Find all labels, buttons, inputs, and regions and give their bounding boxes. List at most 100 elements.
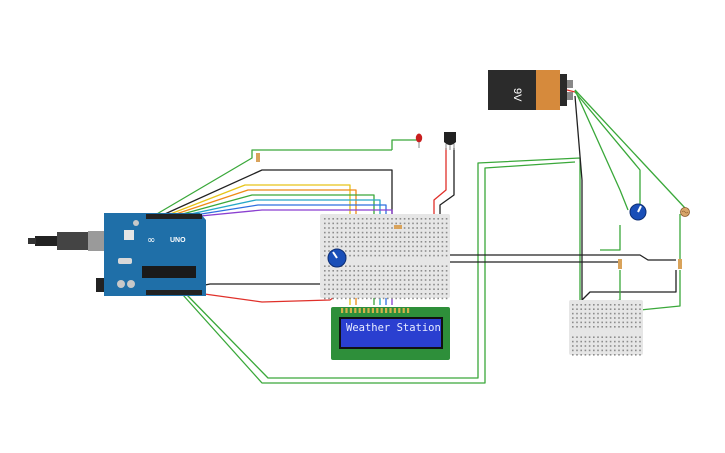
breadboard-hole [382, 293, 385, 295]
breadboard-hole [412, 218, 414, 220]
led-red [415, 133, 423, 148]
breadboard-hole [420, 297, 423, 300]
breadboard-hole [433, 236, 435, 238]
wire-green [186, 157, 581, 379]
breadboard-hole [584, 345, 587, 347]
breadboard-hole [328, 245, 330, 248]
breadboard-hole [340, 236, 343, 238]
breadboard-hole [420, 218, 423, 220]
breadboard-hole [378, 236, 381, 238]
breadboard-hole [353, 288, 355, 290]
breadboard-hole [622, 354, 624, 356]
breadboard-hole [584, 326, 587, 328]
breadboard-hole [609, 317, 612, 319]
breadboard-hole [391, 274, 393, 277]
breadboard-hole [408, 279, 410, 281]
breadboard-hole [357, 218, 360, 220]
breadboard-hole [588, 349, 591, 352]
breadboard-hole [403, 297, 406, 300]
potentiometer [629, 203, 647, 221]
breadboard-hole [378, 218, 381, 220]
breadboard-hole [399, 218, 402, 220]
breadboard-hole [408, 270, 410, 272]
breadboard-hole [420, 283, 423, 286]
breadboard-hole [403, 241, 406, 243]
breadboard-hole [597, 308, 599, 310]
breadboard-hole [374, 227, 376, 229]
wire-green [639, 270, 681, 311]
breadboard-hole [349, 250, 351, 252]
breadboard-hole [357, 274, 360, 277]
breadboard-hole [403, 279, 406, 281]
breadboard-hole [635, 326, 637, 328]
breadboard-hole [601, 304, 603, 306]
lcd-pin [407, 308, 410, 313]
breadboard-hole [374, 283, 376, 286]
breadboard-hole [626, 317, 629, 319]
breadboard-hole [614, 312, 616, 315]
breadboard-hole [387, 265, 389, 267]
lcd-pin [393, 308, 396, 313]
breadboard-hole [391, 288, 393, 290]
breadboard-hole [387, 250, 389, 252]
breadboard-hole [605, 312, 608, 315]
breadboard-hole [366, 293, 368, 295]
breadboard-hole [572, 340, 574, 343]
breadboard-hole [635, 354, 637, 356]
breadboard-hole [433, 293, 435, 295]
breadboard-hole [630, 304, 633, 306]
breadboard-hole [353, 279, 355, 281]
breadboard-hole [445, 250, 448, 252]
breadboard-hole [588, 326, 591, 328]
breadboard-hole [580, 349, 582, 352]
breadboard-hole [324, 270, 326, 272]
breadboard-hole [370, 245, 372, 248]
breadboard-hole [387, 254, 389, 257]
breadboard-hole [382, 222, 385, 225]
breadboard-hole [403, 283, 406, 286]
breadboard-hole [593, 326, 595, 328]
breadboard-hole [424, 283, 427, 286]
breadboard-hole [361, 274, 364, 277]
breadboard-hole [378, 241, 381, 243]
breadboard-hole [399, 293, 402, 295]
breadboard-hole [332, 241, 334, 243]
breadboard-hole [572, 312, 574, 315]
breadboard-hole [593, 354, 595, 356]
breadboard-hole [572, 345, 574, 347]
breadboard-hole [420, 293, 423, 295]
breadboard-hole [420, 245, 423, 248]
breadboard-hole [357, 270, 360, 272]
breadboard-hole [433, 250, 435, 252]
breadboard-hole [635, 321, 637, 324]
breadboard-hole [408, 227, 410, 229]
breadboard-hole [382, 297, 385, 300]
breadboard-hole [366, 274, 368, 277]
breadboard-hole [630, 317, 633, 319]
breadboard-hole [626, 326, 629, 328]
breadboard-hole [408, 254, 410, 257]
wire-green [182, 161, 576, 384]
breadboard-hole [361, 245, 364, 248]
breadboard-hole [382, 254, 385, 257]
battery-label: 9V [511, 88, 523, 102]
breadboard-hole [378, 254, 381, 257]
breadboard-hole [429, 231, 431, 234]
breadboard-hole [593, 340, 595, 343]
breadboard-hole [387, 274, 389, 277]
breadboard-hole [622, 312, 624, 315]
breadboard-hole [391, 279, 393, 281]
breadboard-hole [395, 241, 397, 243]
breadboard-hole [353, 254, 355, 257]
breadboard-hole [445, 236, 448, 238]
breadboard-hole [374, 241, 376, 243]
breadboard-hole [408, 274, 410, 277]
breadboard-hole [593, 304, 595, 306]
breadboard-hole [382, 245, 385, 248]
breadboard-hole [420, 250, 423, 252]
breadboard-hole [370, 274, 372, 277]
breadboard-hole [626, 336, 629, 338]
infinity-logo-icon: ∞ [147, 235, 155, 246]
breadboard-hole [395, 236, 397, 238]
breadboard-hole [572, 354, 574, 356]
